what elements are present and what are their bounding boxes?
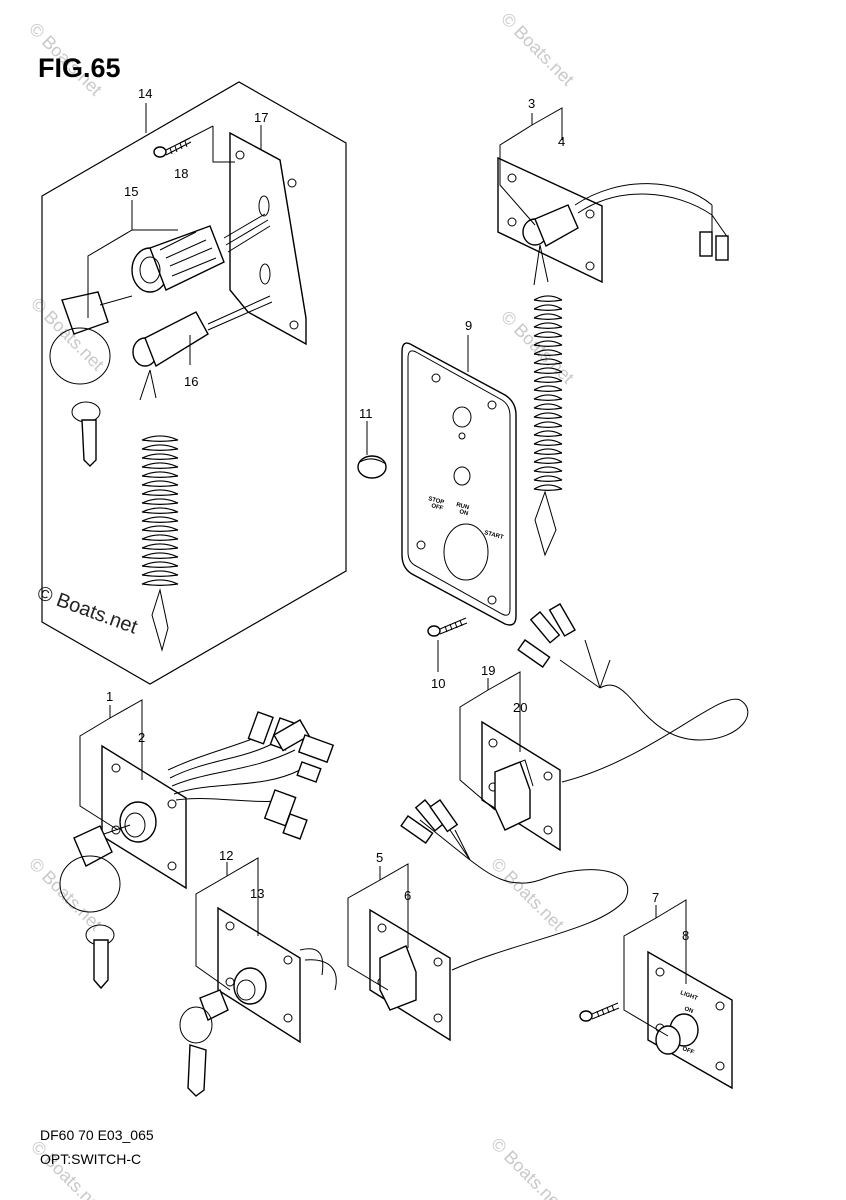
- callout-10: 10: [431, 676, 445, 691]
- callout-20: 20: [513, 700, 527, 715]
- light-off-label: OFF: [681, 1046, 695, 1056]
- light-on-label: ON: [683, 1006, 694, 1015]
- callout-7: 7: [652, 890, 659, 905]
- mounting-plate-17: [229, 131, 307, 346]
- key-switch-12: [179, 906, 337, 1097]
- coil-cord-16: [141, 435, 179, 652]
- callout-4: 4: [558, 134, 565, 149]
- lanyard-switch-16: [132, 295, 273, 401]
- screw-7: [579, 1002, 620, 1022]
- watermark: © Boats.net: [25, 854, 106, 935]
- callout-17: 17: [254, 110, 268, 125]
- screw-18: [153, 137, 192, 158]
- watermark: © Boats.net: [497, 9, 578, 90]
- callout-6: 6: [404, 888, 411, 903]
- panel-label-run: RUN: [455, 502, 469, 511]
- assembly-14-outline: [41, 81, 347, 685]
- callout-18: 18: [174, 166, 188, 181]
- key-switch-15: [131, 213, 271, 293]
- switch-5: [369, 799, 628, 1042]
- light-switch-7: LIGHT ON OFF: [647, 950, 733, 1090]
- light-label: LIGHT: [679, 990, 698, 1002]
- figure-title: FIG.65: [38, 53, 121, 83]
- callout-2: 2: [138, 730, 145, 745]
- switch-19: [481, 603, 749, 852]
- watermark: © Boats.net: [487, 854, 568, 935]
- callout-leaders: [79, 103, 687, 1037]
- callout-5: 5: [376, 850, 383, 865]
- watermark: © Boats.net: [27, 1137, 108, 1200]
- callout-15: 15: [124, 184, 138, 199]
- panel-label-off: OFF: [430, 503, 443, 512]
- callout-16: 16: [184, 374, 198, 389]
- panel-label-on: ON: [458, 509, 468, 517]
- callout-13: 13: [250, 886, 264, 901]
- callout-1: 1: [106, 689, 113, 704]
- watermark: © Boats.net: [487, 1134, 568, 1200]
- panel-label-stop: STOP: [427, 496, 444, 506]
- callout-8: 8: [682, 928, 689, 943]
- key-1: [59, 824, 131, 990]
- screw-10: [427, 617, 468, 637]
- callout-14: 14: [138, 86, 152, 101]
- panel-label-start: START: [483, 530, 504, 541]
- footer-caption: OPT:SWITCH-C: [40, 1151, 141, 1167]
- callout-19: 19: [481, 663, 495, 678]
- coil-cord-3: [533, 244, 563, 557]
- key-15: [49, 291, 133, 467]
- callout-12: 12: [219, 848, 233, 863]
- callout-3: 3: [528, 96, 535, 111]
- callout-9: 9: [465, 318, 472, 333]
- footer-code: DF60 70 E03_065: [40, 1127, 154, 1143]
- watermark-dark: © Boats.net: [34, 582, 140, 639]
- switch-panel-9: STOP OFF RUN ON START: [401, 342, 517, 626]
- callout-11: 11: [359, 406, 373, 421]
- main-switch-1: [101, 711, 335, 890]
- lanyard-switch-3: [497, 156, 729, 284]
- cap-11: [357, 455, 387, 479]
